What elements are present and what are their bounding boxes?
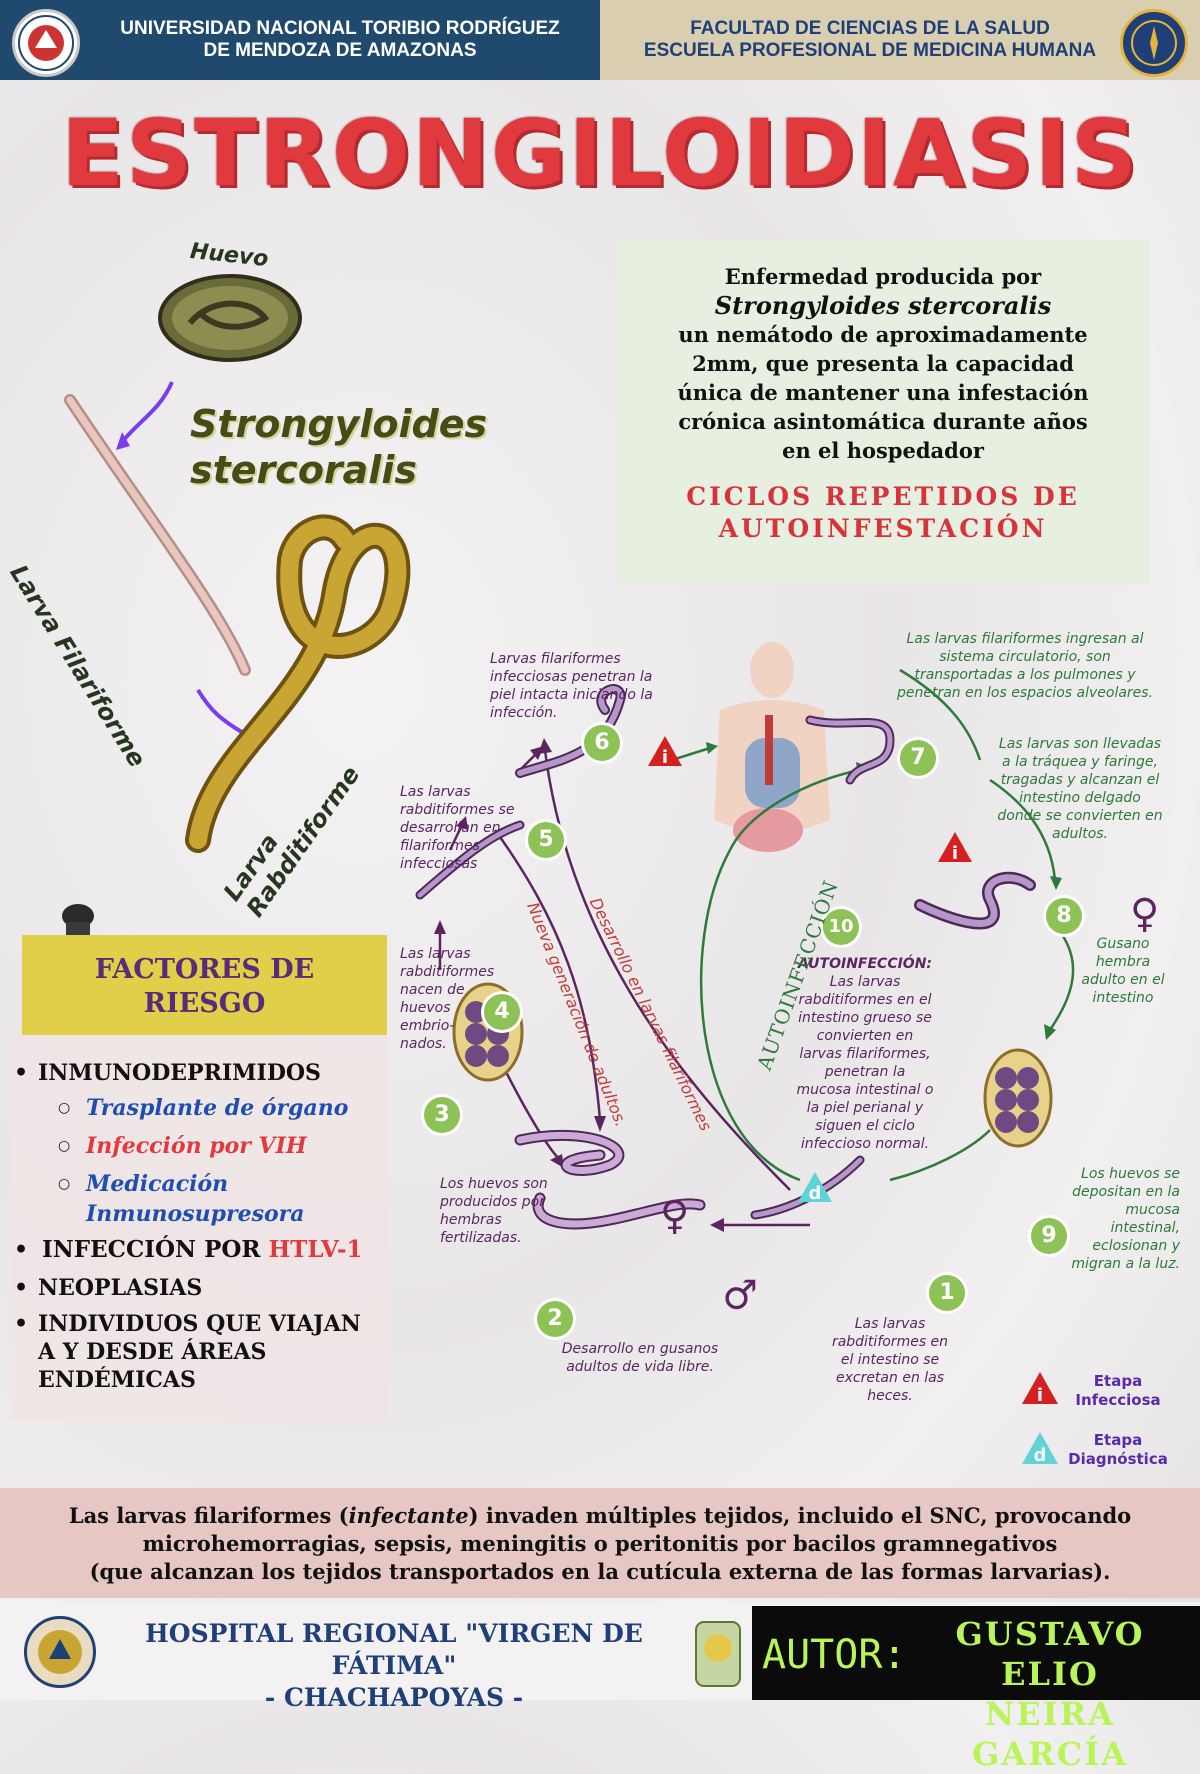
risk-sub-medication: Medicación <box>86 1171 229 1197</box>
university-seal-icon <box>12 9 80 77</box>
step-number-5: 5 <box>528 822 564 858</box>
risk-sub-transplant: Trasplante de órgano <box>86 1095 349 1121</box>
risk-item-immunosuppressed: INMUNODEPRIMIDOS <box>38 1060 321 1086</box>
risk-sub-immunosuppressive: Inmunosupresora <box>86 1201 305 1227</box>
info-line: un nemátodo de aproximadamente <box>678 322 1088 347</box>
step-number-6: 6 <box>584 725 620 761</box>
risk-sub-bullet-icon: ○ <box>58 1138 71 1154</box>
header-right-line1: FACULTAD DE CIENCIAS DE LA SALUD <box>690 18 1050 39</box>
human-body-icon <box>714 642 830 852</box>
legend-infective-icon: i <box>1022 1372 1058 1406</box>
header-faculty: FACULTAD DE CIENCIAS DE LA SALUD ESCUELA… <box>600 0 1200 80</box>
risk-factors-banner <box>22 935 387 1035</box>
faculty-seal-icon <box>1120 9 1188 77</box>
cycles-heading-1: CICLOS REPETIDOS DE <box>686 482 1080 511</box>
female-symbol-icon: ♀ <box>1130 890 1160 937</box>
risk-item-htlv: INFECCIÓN POR HTLV-1 <box>42 1236 363 1263</box>
risk-sub-bullet-icon: ○ <box>58 1100 71 1116</box>
diagnostic-marker-icon: d <box>798 1172 832 1204</box>
info-line1: Enfermedad producida por <box>724 264 1042 289</box>
infective-marker-icon: i <box>648 736 682 768</box>
info-line: en el hospedador <box>782 438 984 463</box>
risk-bullet-icon: • <box>14 1275 29 1301</box>
hospital-seal-icon <box>24 1616 96 1688</box>
risk-factors-list <box>10 1035 388 1420</box>
page-title: ESTRONGILOIDIASIS <box>61 100 1139 207</box>
svg-text:i: i <box>1037 1385 1043 1406</box>
svg-text:d: d <box>1034 1445 1047 1466</box>
risk-bullet-icon: • <box>14 1311 29 1337</box>
step-number-3: 3 <box>424 1097 460 1133</box>
bottom-summary-text: Las larvas filariformes (infectante) inv… <box>68 1503 1132 1584</box>
info-box: Enfermedad producida por Strongyloides s… <box>616 240 1150 585</box>
legend-diagnostic-icon: d <box>1022 1432 1058 1466</box>
step-number-7: 7 <box>900 740 936 776</box>
info-line: 2mm, que presenta la capacidad <box>692 351 1074 376</box>
svg-text:i: i <box>952 843 958 864</box>
larvae-illustration <box>64 381 411 853</box>
author-label: AUTOR: <box>762 1632 907 1678</box>
header-left-line2: DE MENDOZA DE AMAZONAS <box>203 40 477 61</box>
region-emblem-icon <box>695 1621 741 1687</box>
header-university: UNIVERSIDAD NACIONAL TORIBIO RODRÍGUEZ D… <box>0 0 600 80</box>
step-number-8: 8 <box>1046 898 1082 934</box>
header-right-line2: ESCUELA PROFESIONAL DE MEDICINA HUMANA <box>643 40 1097 61</box>
author-box <box>752 1606 1200 1700</box>
svg-text:d: d <box>809 1183 822 1204</box>
parasite-name-2: stercoralis <box>190 448 417 492</box>
step-number-10: 10 <box>823 909 859 945</box>
female-symbol-icon: ♀ <box>660 1192 690 1239</box>
cycles-heading-2: AUTOINFESTACIÓN <box>718 514 1048 543</box>
step-number-1: 1 <box>929 1275 965 1311</box>
life-cycle-diagram: i i d <box>415 642 1075 1232</box>
info-scientific-name: Strongyloides stercoralis <box>714 291 1052 320</box>
header-left-line1: UNIVERSIDAD NACIONAL TORIBIO RODRÍGUEZ <box>120 18 560 39</box>
step-number-2: 2 <box>537 1301 573 1337</box>
info-line: única de mantener una infestación <box>677 380 1089 405</box>
risk-bullet-icon: • <box>14 1237 29 1263</box>
infective-marker-icon: i <box>938 832 972 864</box>
risk-item-neoplasia: NEOPLASIAS <box>38 1275 203 1301</box>
risk-sub-bullet-icon: ○ <box>58 1176 71 1192</box>
bottom-summary-band <box>0 1488 1200 1598</box>
step-number-9: 9 <box>1031 1218 1067 1254</box>
egg-illustration <box>158 274 302 362</box>
male-symbol-icon: ♂ <box>722 1272 758 1319</box>
svg-text:i: i <box>662 747 668 768</box>
risk-sub-hiv: Infección por VIH <box>86 1133 307 1159</box>
info-line: crónica asintomática durante años <box>678 409 1088 434</box>
step-number-4: 4 <box>484 994 520 1030</box>
egg-cluster-9 <box>983 1048 1053 1148</box>
author-name: GUSTAVO ELIO NEIRA GARCÍA <box>955 1615 1145 1773</box>
parasite-name-1: Strongyloides <box>190 402 488 446</box>
risk-bullet-icon: • <box>14 1060 29 1086</box>
